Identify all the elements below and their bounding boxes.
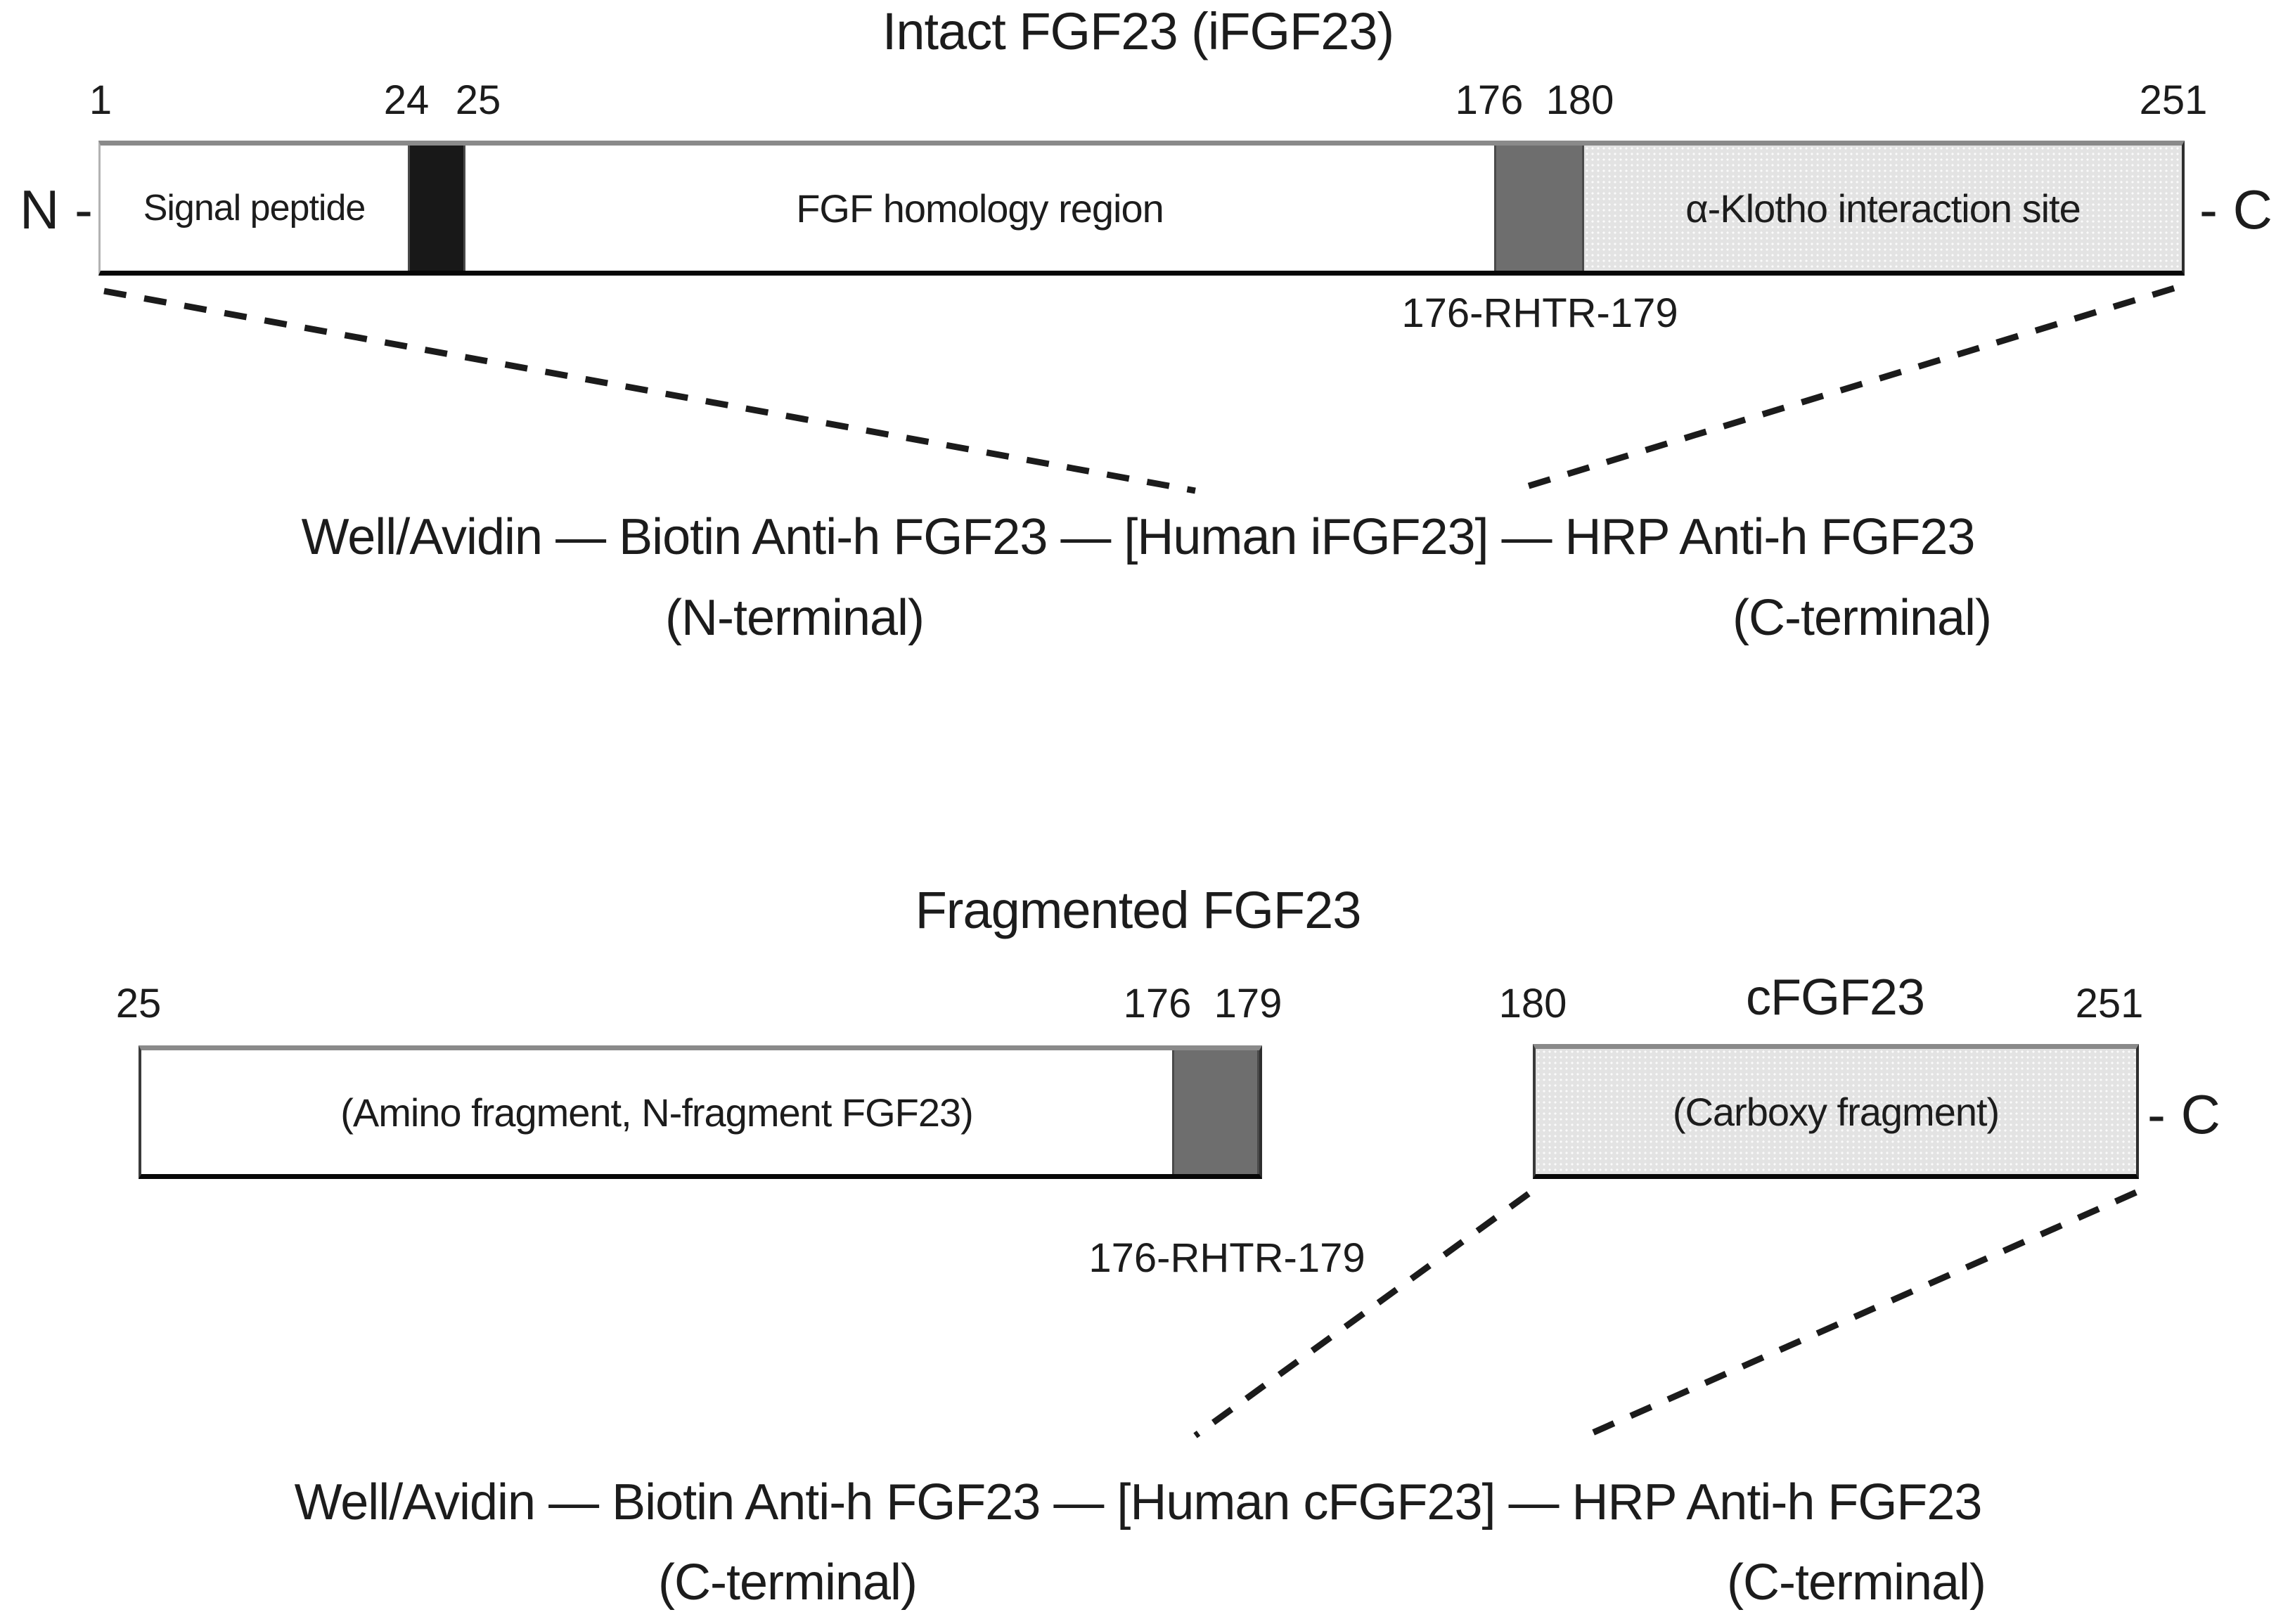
intact-detection-terminal-label: (C-terminal) bbox=[1732, 590, 1992, 646]
klotho-interaction-label: α-Klotho interaction site bbox=[1685, 186, 2081, 231]
signal-peptide-segment: Signal peptide bbox=[101, 146, 408, 271]
c-fragment-title: cFGF23 bbox=[1745, 969, 1925, 1026]
position-label-251: 251 bbox=[2139, 77, 2208, 123]
cleavage-band-intact bbox=[1494, 146, 1584, 271]
intact-assay-sandwich-text: Well/Avidin — Biotin Anti-h FGF23 — [Hum… bbox=[301, 509, 1976, 565]
band-24-25 bbox=[408, 146, 465, 271]
fragment-capture-terminal-label: (C-terminal) bbox=[657, 1554, 918, 1611]
callout-dash-fragment-right bbox=[1585, 1189, 2137, 1439]
cleavage-site-label-intact: 176-RHTR-179 bbox=[1401, 290, 1678, 336]
c-fragment-body-segment: (Carboxy fragment) bbox=[1536, 1049, 2136, 1174]
position-label-176-fragment: 176 bbox=[1123, 981, 1192, 1026]
position-label-25-fragment: 25 bbox=[115, 981, 162, 1026]
n-fragment-bar: (Amino fragment, N-fragment FGF23) bbox=[139, 1045, 1262, 1179]
position-label-180: 180 bbox=[1545, 77, 1614, 123]
position-label-24: 24 bbox=[383, 77, 430, 123]
fragment-assay-sandwich-text: Well/Avidin — Biotin Anti-h FGF23 — [Hum… bbox=[294, 1474, 1983, 1530]
position-label-180-fragment: 180 bbox=[1498, 981, 1567, 1026]
n-fragment-body-segment: (Amino fragment, N-fragment FGF23) bbox=[141, 1050, 1172, 1174]
fragment-detection-terminal-label: (C-terminal) bbox=[1726, 1554, 1986, 1611]
c-fragment-label: (Carboxy fragment) bbox=[1672, 1089, 2000, 1134]
fgf-homology-label: FGF homology region bbox=[796, 186, 1164, 231]
position-label-25: 25 bbox=[455, 77, 501, 123]
c-terminus-label: - C bbox=[2199, 179, 2272, 240]
callout-dash-intact-right bbox=[1512, 285, 2175, 494]
n-terminus-label: N - bbox=[20, 179, 93, 240]
intact-title: Intact FGF23 (iFGF23) bbox=[882, 2, 1394, 60]
callout-dash-fragment-left bbox=[1193, 1191, 1531, 1438]
position-label-179-fragment: 179 bbox=[1214, 981, 1282, 1026]
cleavage-band-fragment bbox=[1172, 1050, 1259, 1174]
position-label-251-fragment: 251 bbox=[2075, 981, 2144, 1026]
c-terminus-label-fragment: - C bbox=[2147, 1083, 2220, 1145]
klotho-interaction-segment: α-Klotho interaction site bbox=[1584, 146, 2182, 271]
fragmented-title: Fragmented FGF23 bbox=[915, 881, 1362, 939]
intact-protein-bar: Signal peptide FGF homology region α-Klo… bbox=[98, 141, 2185, 276]
intact-capture-terminal-label: (N-terminal) bbox=[664, 590, 925, 646]
position-label-176: 176 bbox=[1455, 77, 1524, 123]
n-fragment-label: (Amino fragment, N-fragment FGF23) bbox=[340, 1090, 974, 1135]
cleavage-site-label-fragment: 176-RHTR-179 bbox=[1088, 1235, 1365, 1281]
fgf-homology-segment: FGF homology region bbox=[465, 146, 1494, 271]
signal-peptide-label: Signal peptide bbox=[143, 188, 366, 228]
position-label-1: 1 bbox=[89, 77, 112, 123]
c-fragment-bar: (Carboxy fragment) bbox=[1533, 1044, 2139, 1179]
callout-dash-intact-left bbox=[103, 288, 1196, 494]
